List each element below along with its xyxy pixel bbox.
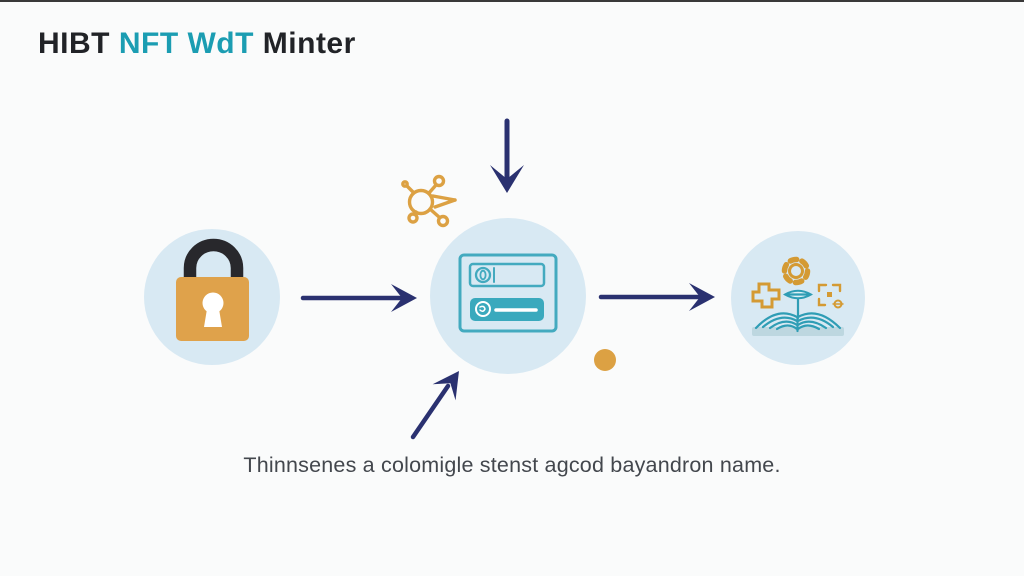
mint-form-node-circle: [430, 218, 586, 374]
input-badge-circle: [474, 266, 492, 284]
title-segment-accent: NFT WdT: [118, 27, 254, 60]
page-title: HIBT NFT WdT Minter: [38, 27, 356, 61]
top-edge-line: [0, 0, 1024, 2]
lock-shackle: [183, 238, 244, 279]
lock-icon: [176, 238, 249, 341]
input-badge-zero: [479, 269, 487, 281]
keyhole-stem: [204, 309, 222, 327]
keyhole-circle: [202, 292, 224, 314]
gear-icon: [781, 256, 811, 286]
arrow-down-into-form: [490, 118, 524, 193]
title-segment-dark-1: HIBT: [38, 27, 119, 60]
arrow-form-to-book: [598, 283, 715, 311]
growth-book-icon: [751, 256, 844, 336]
caption-text: Thinnsenes a colomigle stenst agcod baya…: [243, 453, 781, 477]
arrow-lock-to-form: [300, 284, 417, 312]
button-glyph-circle: [475, 301, 491, 317]
arrow-caption-to-form: [410, 371, 459, 440]
mint-form-icon: [458, 253, 558, 333]
form-input-field: [468, 262, 546, 288]
dot-icon: [594, 349, 616, 371]
open-book: [754, 312, 842, 333]
title-segment-dark-2: Minter: [253, 27, 356, 60]
brackets-icon: [817, 283, 844, 309]
network-hub-icon: [401, 174, 457, 228]
button-glyph-squiggle: [479, 305, 486, 313]
puzzle-icon: [751, 282, 781, 309]
form-window-frame: [458, 253, 558, 333]
